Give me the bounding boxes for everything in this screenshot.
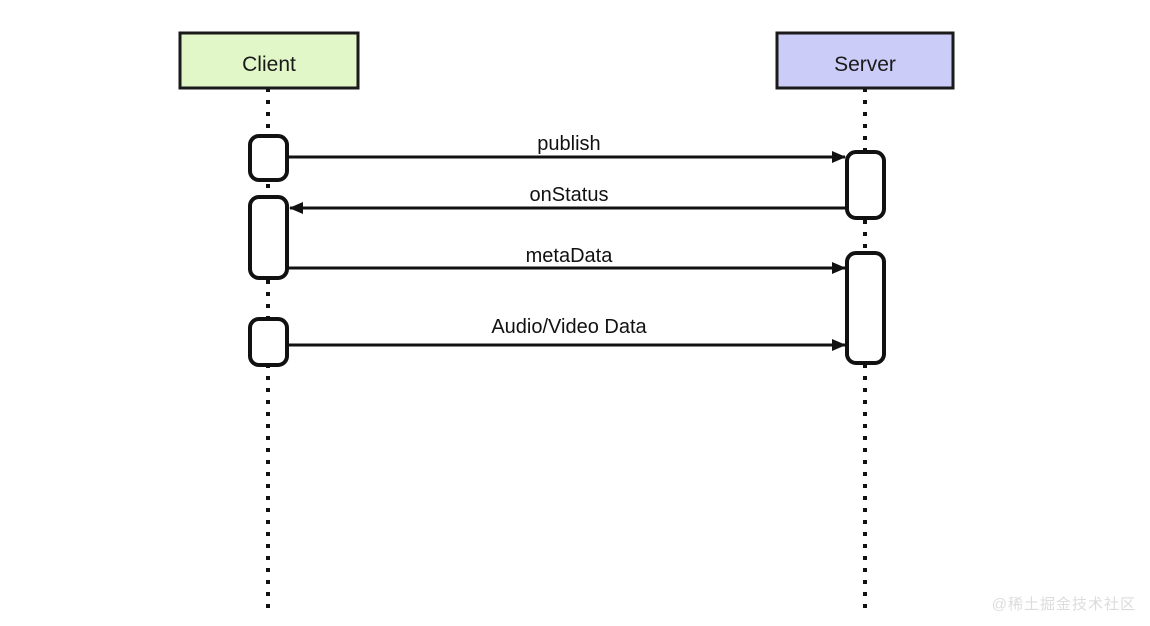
activation-bars-server: [845, 150, 886, 365]
message-audio-video-data-label: Audio/Video Data: [491, 316, 647, 338]
message-metadata[interactable]: metaData: [287, 245, 846, 274]
watermark: @稀土掘金技术社区: [991, 596, 1136, 613]
lifelines-group: [266, 88, 867, 612]
message-audio-video-data[interactable]: Audio/Video Data: [287, 316, 846, 351]
participant-client-box[interactable]: [178, 31, 360, 90]
activation-bar-server-1[interactable]: [845, 150, 886, 220]
activation-bar-client-1[interactable]: [248, 134, 289, 182]
message-metadata-label: metaData: [526, 245, 614, 267]
message-onstatus[interactable]: onStatus: [289, 184, 847, 214]
participant-client-label: Client: [242, 53, 296, 76]
message-publish[interactable]: publish: [287, 133, 846, 163]
participant-server[interactable]: Server: [775, 31, 955, 90]
participant-server-label: Server: [834, 53, 896, 76]
activation-bar-client-2[interactable]: [248, 195, 289, 280]
message-publish-label: publish: [537, 133, 600, 155]
message-onstatus-label: onStatus: [530, 184, 609, 206]
activation-bar-server-2[interactable]: [845, 251, 886, 365]
activation-bar-client-3[interactable]: [248, 317, 289, 367]
participant-client[interactable]: Client: [178, 31, 360, 90]
participant-server-box[interactable]: [775, 31, 955, 90]
activation-bars-client: [248, 134, 289, 367]
